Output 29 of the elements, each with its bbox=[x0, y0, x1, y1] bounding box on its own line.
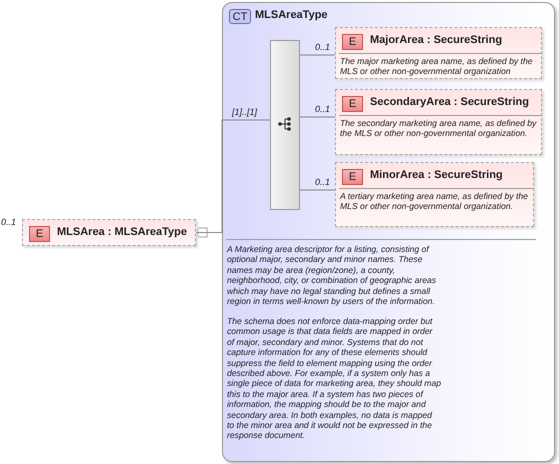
description-text: The secondary marketing area name, as defined by the MLS or other non-governmental organization. bbox=[340, 118, 537, 139]
element-badge: E bbox=[29, 226, 50, 242]
description-text: The schema does not enforce data-mapping order but common usage is that data fields are mapped in order of major, secondary and minor. Systems that do not capture information for any of these elements should suppress the field to element mapping using the order described above. For example, if a system only has a single piece of data for marketing area, they should map this to the major area. If a system has two pieces of information, the mapping should be to the major and secondary area. In both examples, no data is mapped to the minor area and it would not be expressed in the response document. bbox=[227, 316, 441, 441]
cardinality-label: 0..1 bbox=[1, 217, 16, 227]
complex-type-panel bbox=[222, 2, 555, 462]
description-text: A Marketing area descriptor for a listing, consisting of optional major, secondary and minor names. These names may be area (region/zone), a county, neighborhood, city, or combination of geographic areas which may have no legal standing but defines a small region in terms well-known by users of the information. bbox=[227, 244, 438, 306]
element-box bbox=[335, 27, 542, 79]
description-text: The major marketing area name, as defined by the MLS or other non-governmental organization bbox=[340, 56, 534, 77]
element-title: MajorArea : SecureString bbox=[370, 34, 502, 46]
element-badge: E bbox=[342, 96, 363, 112]
connector-line bbox=[300, 116, 336, 118]
element-box bbox=[335, 162, 534, 227]
edge-label: 0..1 bbox=[315, 42, 330, 52]
element-title: SecondaryArea : SecureString bbox=[370, 96, 529, 108]
element-box bbox=[335, 89, 542, 155]
element-badge: E bbox=[342, 34, 363, 50]
element-title: MLSArea : MLSAreaType bbox=[57, 226, 187, 238]
edge-label: [1]..[1] bbox=[232, 107, 258, 117]
element-title: MLSAreaType bbox=[255, 9, 328, 21]
element-box bbox=[22, 219, 196, 246]
connector-line bbox=[300, 54, 336, 56]
description-text: A tertiary marketing area name, as defined by the MLS or other non-governmental organization. bbox=[340, 191, 529, 212]
connector-line bbox=[196, 120, 270, 233]
element-badge: E bbox=[342, 169, 363, 185]
complex-type-badge: CT bbox=[229, 9, 251, 24]
edge-label: 0..1 bbox=[315, 177, 330, 187]
sequence-box bbox=[270, 40, 300, 210]
element-title: MinorArea : SecureString bbox=[370, 169, 503, 181]
edge-label: 0..1 bbox=[315, 104, 330, 114]
